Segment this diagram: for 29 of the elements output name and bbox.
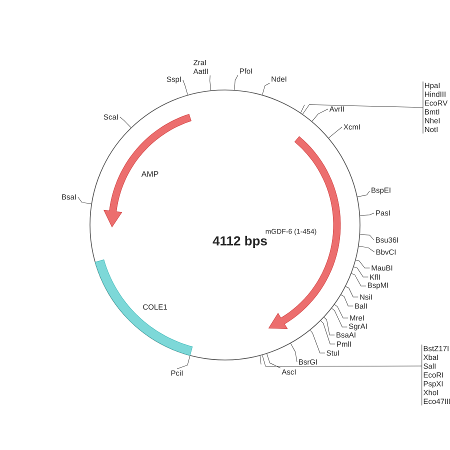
leader-line: [300, 104, 424, 114]
leader-line: [331, 308, 348, 328]
leader-line: [260, 354, 422, 367]
leader-line: [262, 82, 270, 96]
feature-label: AMP: [141, 171, 158, 177]
leader-line: [182, 80, 188, 96]
leader-line: [358, 246, 375, 252]
leader-line: [310, 330, 326, 354]
leader-line: [234, 74, 238, 90]
leader-line: [266, 354, 281, 368]
leader-line: [356, 260, 370, 268]
leader-line: [334, 304, 348, 318]
plasmid-size: 4112 bps: [212, 236, 267, 248]
leader-line: [351, 273, 366, 286]
leader-line: [78, 196, 92, 204]
leader-line: [360, 212, 374, 216]
leader-line: [176, 356, 190, 370]
leader-line: [320, 320, 336, 344]
leader-line: [312, 108, 328, 122]
leader-line: [328, 126, 342, 138]
leader-line: [210, 75, 212, 91]
leader-line: [357, 190, 370, 198]
leader-line: [290, 343, 298, 362]
leader-line: [360, 234, 374, 240]
leader-line: [120, 116, 132, 128]
leader-line: [340, 294, 354, 306]
leader-line: [345, 286, 358, 298]
leader-line: [324, 317, 335, 336]
leader-line: [354, 266, 368, 278]
